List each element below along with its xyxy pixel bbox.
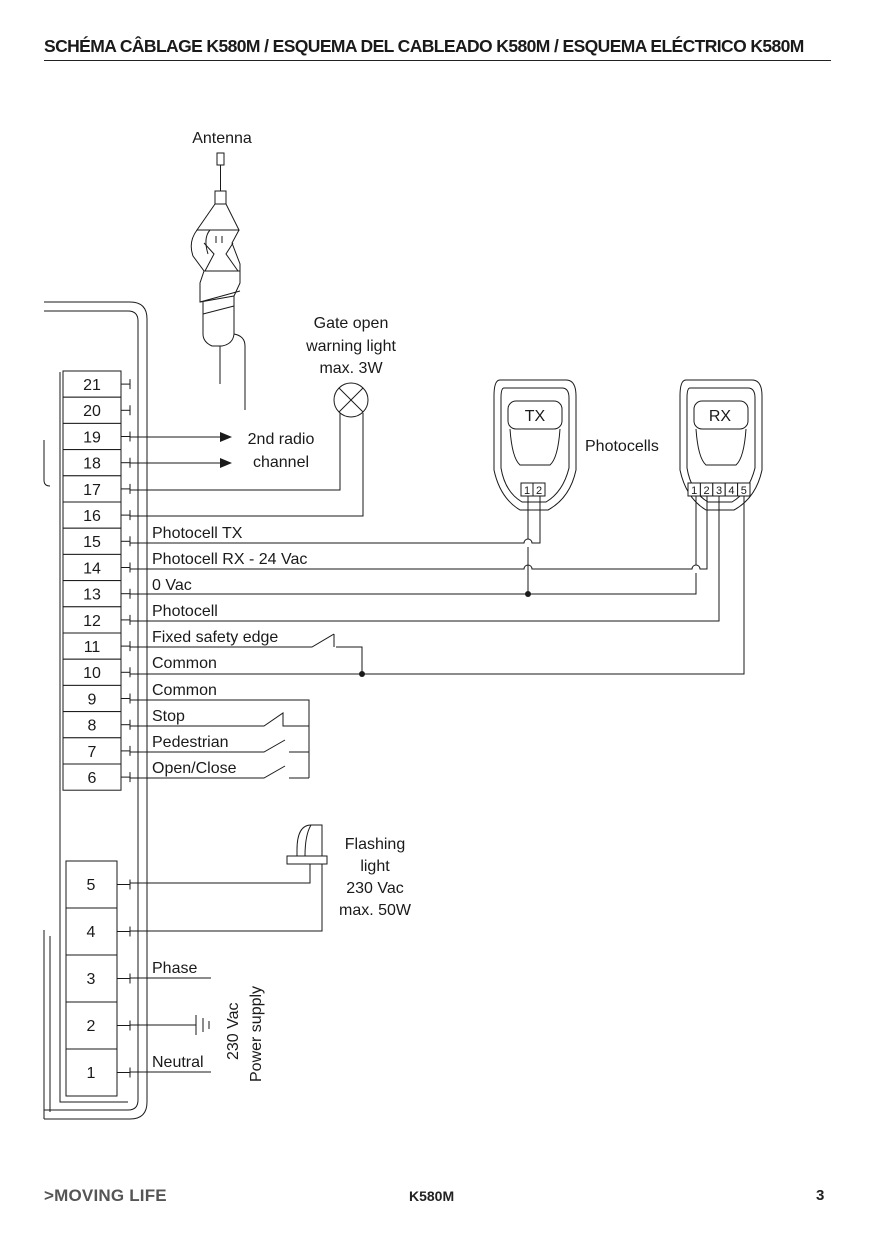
open-close-label: Open/Close: [152, 760, 237, 777]
rx-terminal-number: 3: [716, 485, 722, 497]
terminal-number: 2: [87, 1018, 96, 1035]
terminal-number: 15: [83, 534, 101, 551]
terminal-number: 11: [84, 639, 101, 656]
common-label-2: Common: [152, 682, 217, 699]
terminal-block-power: 5 4 3 2 1: [65, 860, 118, 1097]
terminal-cell: [62, 501, 122, 529]
terminal-number: 10: [83, 665, 101, 682]
terminal-cell: [62, 370, 122, 398]
tx-label: TX: [525, 408, 546, 425]
terminal-number: 14: [83, 560, 101, 577]
page-header: SCHÉMA CÂBLAGE K580M / ESQUEMA DEL CABLE…: [44, 32, 831, 61]
gate-light-line-2: warning light: [305, 338, 396, 355]
terminal-block-signals: 21 20 19 18 17 16 15 14 13 12 11 10 9 8 7 6: [62, 370, 122, 791]
antenna-label: Antenna: [192, 130, 252, 147]
terminal-cell: [65, 860, 118, 909]
second-radio-channel: 2nd radio channel: [130, 431, 314, 471]
photocell-label: Photocell: [152, 603, 218, 620]
footer-model: K580M: [409, 1188, 455, 1204]
terminal-cell: [65, 907, 118, 956]
terminal-number: 12: [83, 613, 101, 630]
tx-terminal-1: 1: [524, 485, 530, 497]
photocell-tx-label: Photocell TX: [152, 525, 243, 542]
photocell-rx-label: Photocell RX - 24 Vac: [152, 551, 307, 568]
terminal-cell: [62, 737, 122, 765]
terminal-cell: [62, 763, 122, 791]
terminal-number: 9: [88, 691, 97, 708]
terminal-number: 8: [88, 718, 97, 735]
photocell-tx: TX 1 2: [493, 379, 577, 511]
enclosure-outline: [43, 301, 148, 1120]
terminal-number: 3: [87, 971, 96, 988]
terminal-cell: [62, 711, 122, 739]
terminal-number: 13: [83, 587, 101, 604]
rx-terminal-number: 2: [704, 485, 710, 497]
antenna-symbol: Antenna: [190, 130, 252, 410]
power-line-2: Power supply: [248, 986, 265, 1082]
power-line-1: 230 Vac: [225, 1002, 242, 1060]
power-supply: Phase Neutral 230 Vac Power supply: [130, 960, 265, 1082]
radio-label-line-1: 2nd radio: [248, 431, 315, 448]
terminal-number: 4: [87, 924, 96, 941]
terminal-number: 19: [83, 429, 101, 446]
flashing-line-3: 230 Vac: [346, 880, 404, 897]
terminal-cell: [65, 954, 118, 1003]
gate-light-line-3: max. 3W: [319, 360, 383, 377]
page-number: 3: [816, 1187, 825, 1204]
flashing-line-2: light: [360, 858, 390, 875]
phase-label: Phase: [152, 960, 197, 977]
terminal-cell: [62, 527, 122, 555]
command-inputs-wiring: [130, 699, 310, 779]
radio-label-line-2: channel: [253, 454, 309, 471]
terminal-number: 17: [83, 482, 101, 499]
gate-open-warning-light: Gate open warning light max. 3W: [130, 315, 396, 517]
terminal-number: 7: [88, 744, 97, 761]
ground-icon: [195, 1015, 210, 1035]
flashing-light: Flashing light 230 Vac max. 50W: [130, 824, 412, 932]
terminal-number: 1: [87, 1065, 96, 1082]
terminal-number: 6: [88, 770, 97, 787]
terminal-cell: [62, 632, 122, 660]
page-title: SCHÉMA CÂBLAGE K580M / ESQUEMA DEL CABLE…: [44, 36, 804, 56]
terminal-cell: [62, 553, 122, 582]
terminal-number: 16: [83, 508, 101, 525]
terminal-number: 20: [83, 403, 101, 420]
terminal-number: 18: [83, 456, 101, 473]
terminal-cell: [65, 1001, 118, 1050]
safety-edge-wiring: [130, 633, 365, 677]
rx-terminal-number: 5: [741, 485, 747, 497]
zero-vac-label: 0 Vac: [152, 577, 192, 594]
terminal-number: 21: [83, 377, 101, 394]
photocells-label: Photocells: [585, 438, 659, 455]
flashing-line-4: max. 50W: [339, 902, 412, 919]
photocell-wiring: [130, 496, 745, 675]
stop-label: Stop: [152, 708, 185, 725]
rx-label: RX: [709, 408, 732, 425]
brand-logo: >MOVING LIFE: [44, 1186, 167, 1205]
common-label-1: Common: [152, 655, 217, 672]
neutral-label: Neutral: [152, 1054, 204, 1071]
pedestrian-label: Pedestrian: [152, 734, 229, 751]
gate-light-line-1: Gate open: [314, 315, 389, 332]
tx-terminal-2: 2: [536, 485, 542, 497]
rx-terminal-number: 4: [728, 485, 734, 497]
fixed-safety-edge-label: Fixed safety edge: [152, 629, 278, 646]
terminal-number: 5: [87, 877, 96, 894]
rx-terminal-number: 1: [691, 485, 697, 497]
flashing-line-1: Flashing: [345, 836, 405, 853]
